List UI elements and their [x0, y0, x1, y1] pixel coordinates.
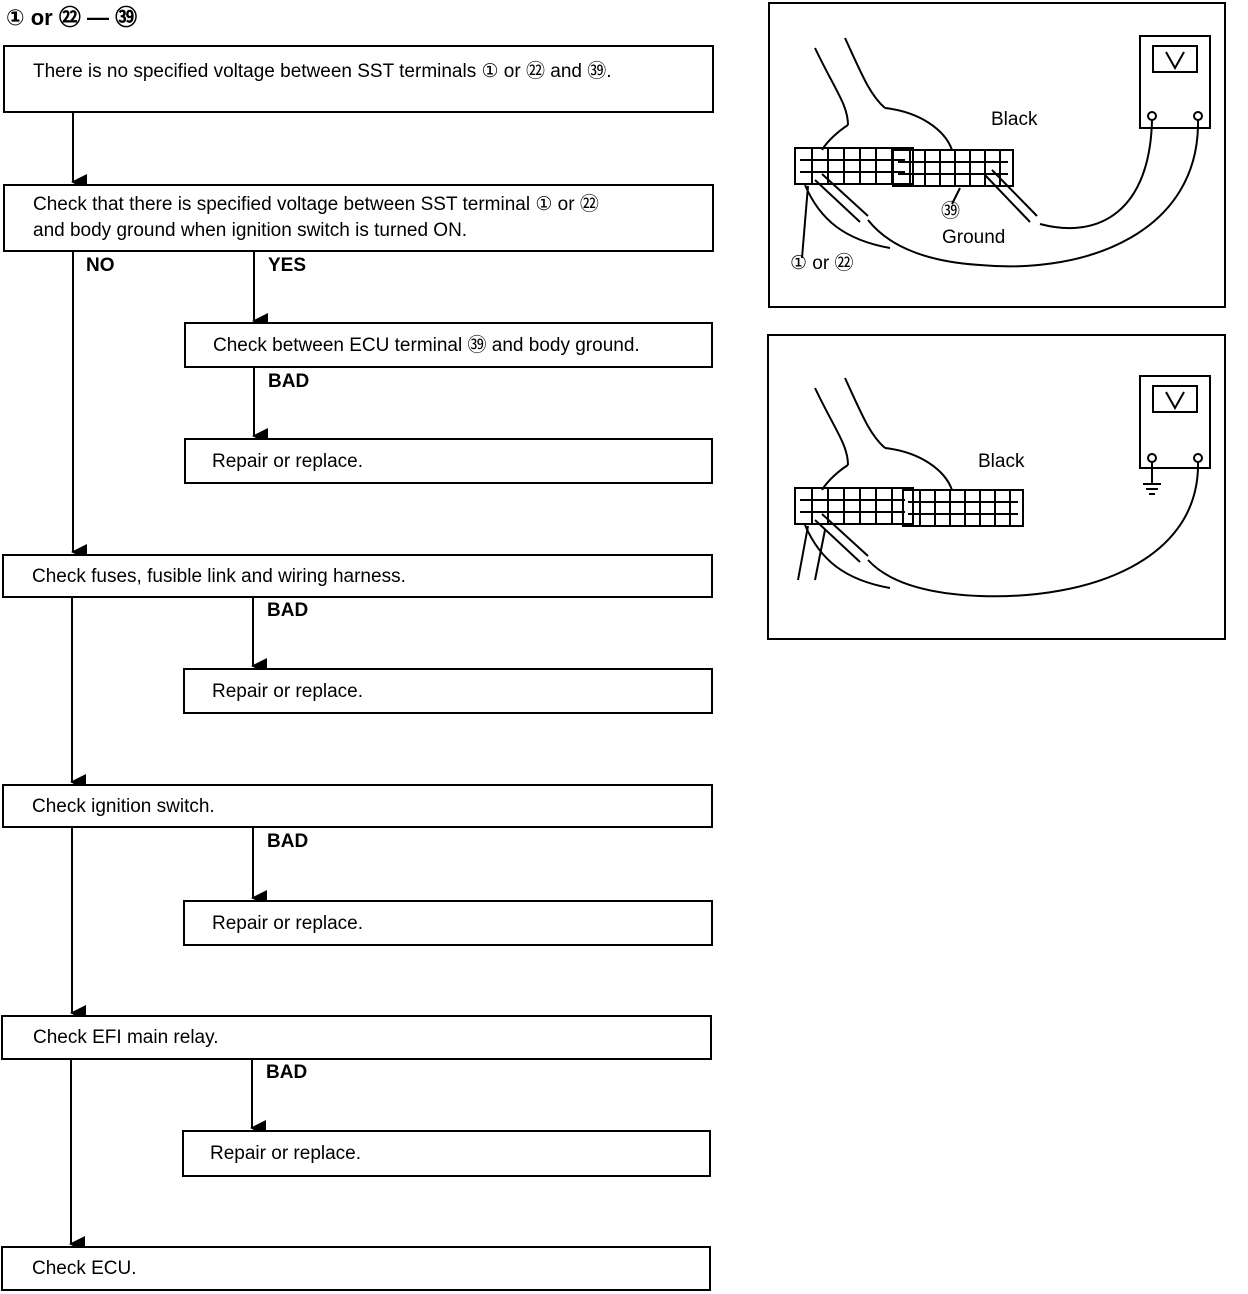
illustration-panel-top — [768, 2, 1226, 308]
step-check-voltage-line1: Check that there is specified voltage be… — [33, 194, 599, 215]
step-check-ignition-switch-text: Check ignition switch. — [32, 796, 215, 817]
top-terminal-39-label: ㊴ — [941, 201, 961, 222]
illustration-top-art — [794, 35, 1211, 268]
repair-box-3: Repair or replace. — [183, 900, 713, 946]
step-check-fuses: Check fuses, fusible link and wiring har… — [2, 554, 713, 598]
bad-label-2: BAD — [267, 600, 309, 621]
repair-text-3: Repair or replace. — [212, 913, 364, 934]
top-black-label: Black — [991, 109, 1038, 130]
step-check-voltage-line2: and body ground when ignition switch is … — [33, 220, 468, 241]
no-label: NO — [86, 255, 115, 276]
bad-label-4: BAD — [266, 1062, 308, 1083]
step-check-ignition-switch: Check ignition switch. — [2, 784, 713, 828]
step-check-ecu: Check ECU. — [1, 1246, 711, 1291]
repair-text-2: Repair or replace. — [212, 681, 364, 702]
top-terminal-1-or-22-label: ① or ㉒ — [790, 253, 854, 274]
top-ground-label: Ground — [942, 227, 1006, 248]
step-check-ecu-terminal-text: Check between ECU terminal ㊴ and body gr… — [213, 335, 640, 356]
repair-text-1: Repair or replace. — [212, 451, 364, 472]
step-check-ecu-terminal: Check between ECU terminal ㊴ and body gr… — [184, 322, 713, 368]
illustration-panel-bottom — [767, 334, 1226, 640]
yes-label: YES — [268, 255, 307, 276]
step-check-efi-relay-text: Check EFI main relay. — [33, 1027, 219, 1048]
repair-box-4: Repair or replace. — [182, 1130, 711, 1177]
step-check-voltage: Check that there is specified voltage be… — [3, 184, 714, 252]
step-check-efi-relay: Check EFI main relay. — [1, 1015, 712, 1060]
repair-text-4: Repair or replace. — [210, 1143, 362, 1164]
step-check-fuses-text: Check fuses, fusible link and wiring har… — [32, 566, 406, 587]
bad-label-3: BAD — [267, 831, 309, 852]
step-no-voltage: There is no specified voltage between SS… — [3, 45, 714, 113]
step-check-ecu-text: Check ECU. — [32, 1258, 137, 1279]
repair-box-1: Repair or replace. — [184, 438, 713, 484]
page-title: ① or ㉒ — ㊴ — [6, 5, 138, 30]
step-no-voltage-text: There is no specified voltage between SS… — [33, 61, 612, 82]
bottom-black-label: Black — [978, 451, 1025, 472]
repair-box-2: Repair or replace. — [183, 668, 713, 714]
illustration-bottom-art — [794, 375, 1211, 598]
bad-label-1: BAD — [268, 371, 310, 392]
